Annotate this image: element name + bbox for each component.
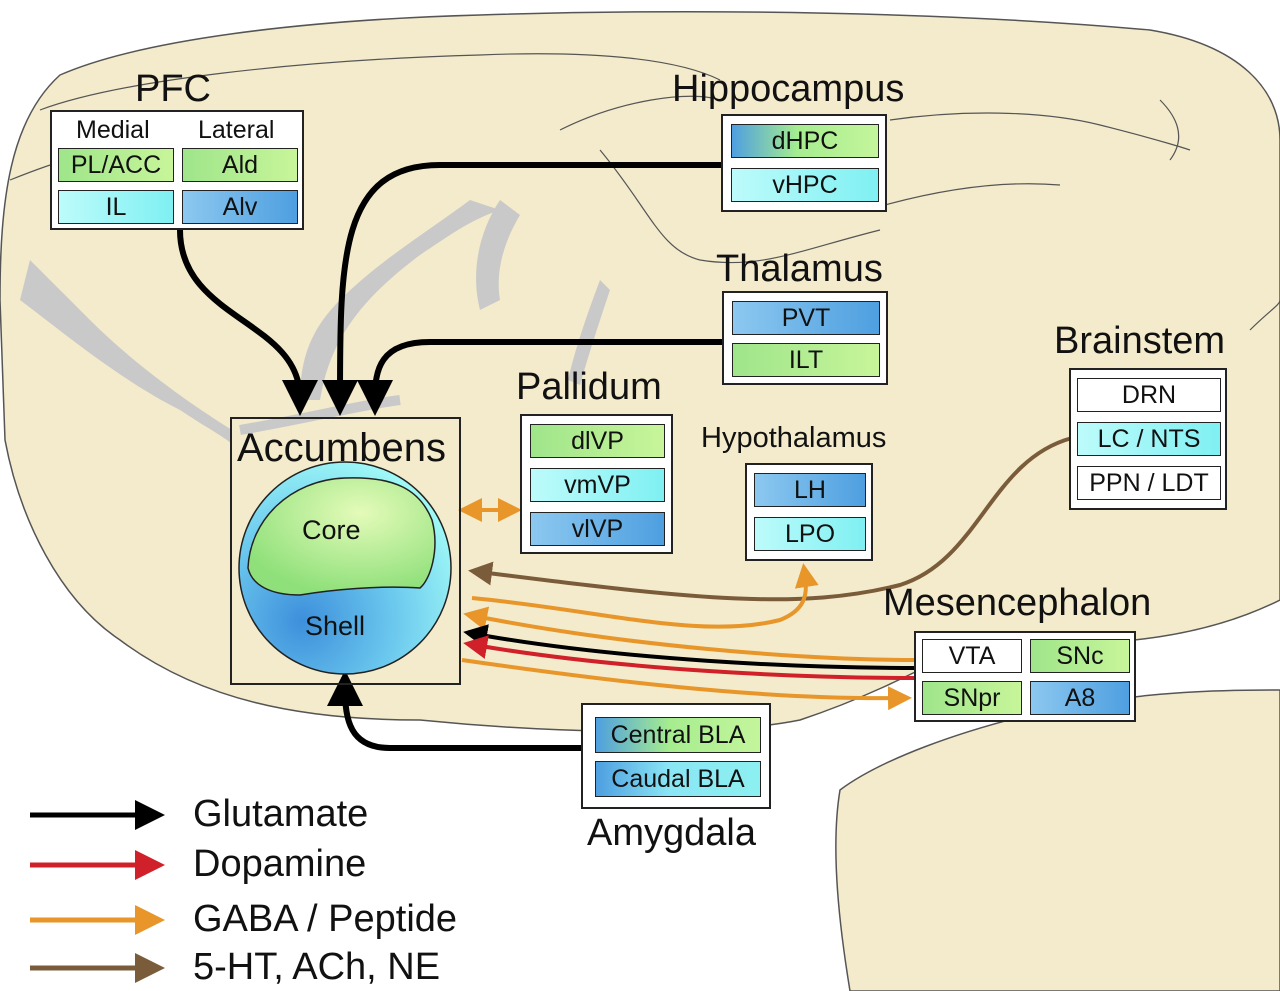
mesencephalon-snc: SNc: [1030, 639, 1130, 673]
brainstem-box: DRN LC / NTS PPN / LDT: [1069, 368, 1227, 510]
arrow-vta-glutamate-to-accumbens: [463, 624, 919, 670]
pfc-ald: Ald: [182, 148, 298, 182]
arrow-pfc-to-accumbens: [177, 229, 318, 416]
accumbens-core-label: Core: [302, 515, 361, 545]
accumbens-box: [230, 417, 461, 685]
legend-label-glutamate: Glutamate: [193, 793, 369, 835]
thalamus-title: Thalamus: [716, 248, 883, 290]
thalamus-ilt: ILT: [732, 343, 880, 377]
arrow-snc-dopamine-to-accumbens: [463, 635, 919, 680]
mesencephalon-a8: A8: [1030, 681, 1130, 715]
brainstem-drn: DRN: [1077, 378, 1221, 412]
accumbens-shell-label: Shell: [305, 611, 366, 641]
pfc-lateral-label: Lateral: [198, 116, 275, 144]
pfc-il: IL: [58, 190, 174, 224]
hippocampus-vhpc: vHPC: [731, 168, 879, 202]
brainstem-shape: [835, 689, 1280, 991]
mesencephalon-vta: VTA: [922, 639, 1022, 673]
pallidum-title: Pallidum: [516, 366, 662, 408]
brainstem-title: Brainstem: [1054, 320, 1226, 362]
pfc-pl-acc: PL/ACC: [58, 148, 174, 182]
amygdala-title: Amygdala: [587, 812, 756, 854]
pfc-medial-label: Medial: [76, 116, 150, 144]
arrow-accumbens-to-snpr: [461, 658, 912, 711]
arrow-accumbens-to-hypothalamus: [471, 563, 819, 629]
hippocampus-title: Hippocampus: [672, 68, 905, 110]
hypothalamus-lh: LH: [754, 473, 866, 507]
pfc-alv: Alv: [182, 190, 298, 224]
pallidum-vlvp: vlVP: [530, 512, 665, 546]
thalamus-box: PVT ILT: [722, 291, 888, 385]
legend-label-monoamines: 5-HT, ACh, NE: [193, 946, 441, 988]
accumbens-core: [247, 477, 436, 596]
hippocampus-box: dHPC vHPC: [721, 114, 887, 212]
thalamus-pvt: PVT: [732, 301, 880, 335]
legend-label-dopamine: Dopamine: [193, 843, 367, 885]
legend-label-gaba-peptide: GABA / Peptide: [193, 898, 458, 940]
mesencephalon-snpr: SNpr: [922, 681, 1022, 715]
mesencephalon-box: VTA SNc SNpr A8: [914, 631, 1136, 722]
arrow-hippocampus-to-accumbens: [322, 162, 722, 416]
mesencephalon-title: Mesencephalon: [883, 582, 1152, 624]
amygdala-central-bla: Central BLA: [595, 717, 761, 753]
pfc-title: PFC: [135, 68, 211, 110]
brainstem-ppn-ldt: PPN / LDT: [1077, 466, 1221, 500]
hippocampus-dhpc: dHPC: [731, 124, 879, 158]
amygdala-caudal-bla: Caudal BLA: [595, 761, 761, 797]
hypothalamus-title: Hypothalamus: [701, 422, 887, 454]
pfc-box: Medial Lateral PL/ACC Ald IL Alv: [50, 110, 304, 230]
amygdala-box: Central BLA Caudal BLA: [581, 703, 771, 809]
arrow-vta-gaba-to-accumbens: [463, 606, 919, 662]
accumbens-title: Accumbens: [237, 426, 446, 470]
hypothalamus-box: LH LPO: [745, 463, 873, 561]
hypothalamus-lpo: LPO: [754, 517, 866, 551]
arrow-brainstem-to-accumbens: [468, 436, 1073, 602]
pallidum-vmvp: vmVP: [530, 468, 665, 502]
brainstem-lc-nts: LC / NTS: [1077, 422, 1221, 456]
pallidum-box: dlVP vmVP vlVP: [520, 414, 673, 554]
white-matter: [20, 260, 232, 445]
arrow-thalamus-to-accumbens: [357, 339, 722, 416]
arrow-amygdala-to-accumbens: [327, 670, 582, 751]
pallidum-dlvp: dlVP: [530, 424, 665, 458]
